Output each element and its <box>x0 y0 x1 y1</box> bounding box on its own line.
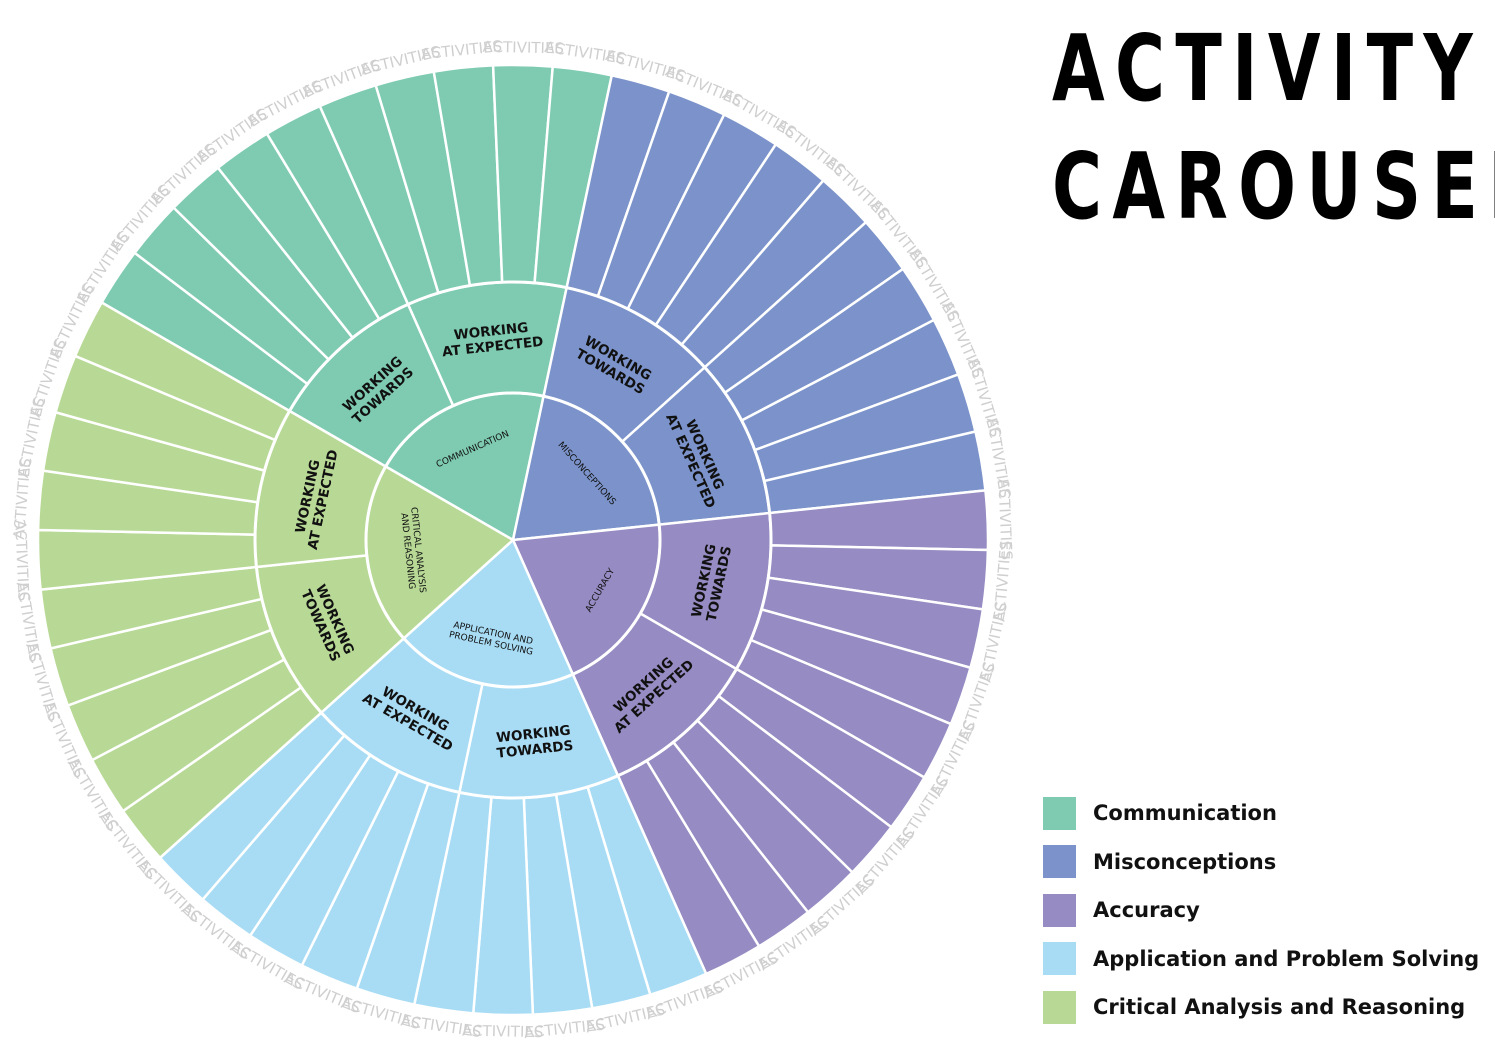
legend-swatch <box>1043 845 1076 878</box>
legend-label: Application and Problem Solving <box>1093 946 1480 971</box>
core-ring <box>364 391 662 689</box>
activity-wheel: ACTIVITIES ACTIVITIES ACTIVITIES ACTIVITIES… <box>10 37 1016 1042</box>
legend-item-critical: Critical Analysis and Reasoning <box>1043 990 1479 1024</box>
title-line-2: CAROUSEL <box>1052 133 1495 240</box>
level-label-line: TOWARDS <box>496 738 574 762</box>
activities-label: ACTIVITIES <box>462 1022 544 1042</box>
activities-label: ACTIVITIES <box>11 520 32 602</box>
level-ring <box>253 280 773 800</box>
legend-item-misconceptions: Misconceptions <box>1043 845 1479 879</box>
activities-label: ACTIVITIES <box>994 478 1015 560</box>
level-label-line: WORKING <box>453 320 529 344</box>
legend-swatch <box>1043 990 1076 1024</box>
legend-item-accuracy: Accuracy <box>1043 893 1479 927</box>
legend-label: Accuracy <box>1093 898 1200 922</box>
title-line-1: ACTIVITY <box>1052 15 1484 122</box>
segment-critical: ACTIVITIESACTIVITIESACTIVITIESACTIVITIES… <box>10 281 516 883</box>
legend-label: Misconceptions <box>1093 849 1277 874</box>
legend-swatch <box>1043 796 1076 830</box>
legend-label: Communication <box>1093 801 1277 825</box>
legend: Communication Misconceptions Accuracy Ap… <box>1043 796 1479 1039</box>
level-label: WORKINGTOWARDS <box>494 722 574 761</box>
activities-label: ACTIVITIES <box>482 38 564 58</box>
legend-item-application: Application and Problem Solving <box>1043 942 1479 976</box>
level-label-line: WORKING <box>495 723 571 747</box>
legend-item-communication: Communication <box>1043 796 1479 830</box>
legend-swatch <box>1043 942 1076 975</box>
legend-label: Critical Analysis and Reasoning <box>1093 995 1466 1019</box>
legend-swatch <box>1043 893 1076 927</box>
page-title: ACTIVITY CAROUSEL <box>1052 10 1495 246</box>
